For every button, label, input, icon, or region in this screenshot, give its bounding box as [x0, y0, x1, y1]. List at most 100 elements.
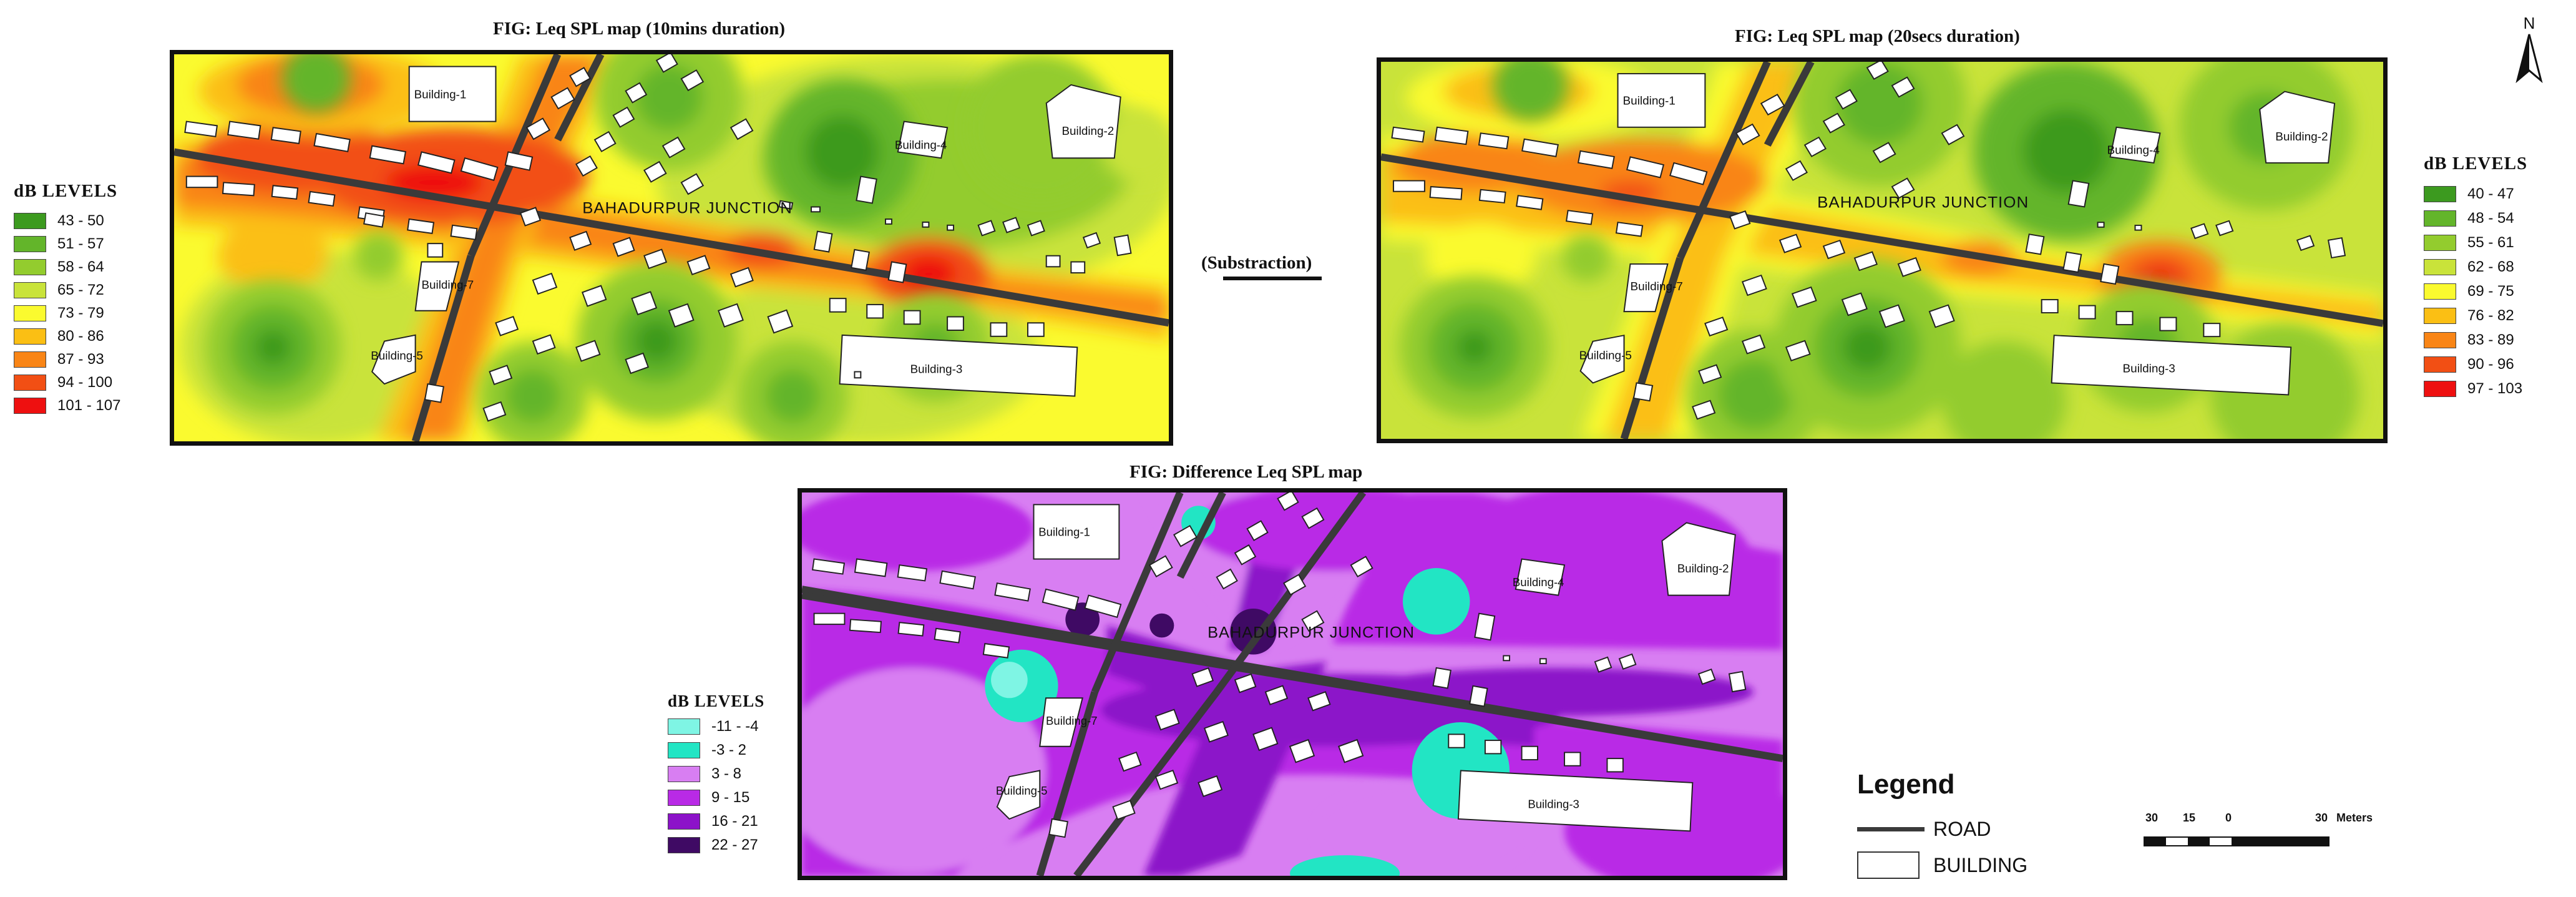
- north-arrow-label: N: [2523, 14, 2535, 32]
- legend-10min-title: dB LEVELS: [14, 181, 118, 201]
- operation-underline: [1223, 277, 1322, 280]
- legend-20sec-label-5: 69 - 75: [2467, 282, 2514, 300]
- legend-difference-label-4: 9 - 15: [711, 789, 750, 806]
- map1-building-5-label: Building-5: [371, 349, 423, 362]
- legend-10min-label-6: 80 - 86: [57, 327, 104, 345]
- legend-20sec-swatch-3: [2424, 234, 2456, 251]
- legend-10min-row-9: 101 - 107: [14, 394, 120, 417]
- legend-difference-title: dB LEVELS: [668, 692, 765, 710]
- legend-10min-row-8: 94 - 100: [14, 371, 120, 394]
- north-arrow: N: [2514, 14, 2545, 84]
- scale-tick-2: 15: [2183, 811, 2196, 824]
- legend-20sec-swatch-7: [2424, 331, 2456, 348]
- legend-10min-label-1: 43 - 50: [57, 212, 104, 229]
- legend-difference-swatch-6: [668, 837, 700, 853]
- legend-20sec-row-3: 55 - 61: [2424, 230, 2527, 255]
- scale-tick-3: 0: [2225, 811, 2232, 824]
- legend-10min-row-3: 58 - 64: [14, 255, 120, 278]
- map-10min: Building-1 Building-2 Building-3 Buildin…: [170, 50, 1173, 446]
- legend-difference-label-5: 16 - 21: [711, 813, 758, 830]
- legend-20sec-swatch-2: [2424, 210, 2456, 227]
- legend-20sec-row-2: 48 - 54: [2424, 206, 2527, 230]
- legend-20sec-swatch-8: [2424, 356, 2456, 373]
- legend-difference-row-1: -11 - -4: [668, 715, 764, 738]
- map1-building-2-label: Building-2: [1062, 124, 1115, 137]
- legend-20sec-label-1: 40 - 47: [2467, 185, 2514, 202]
- map-difference-canvas: Building-1 Building-2 Building-3 Buildin…: [802, 493, 1783, 876]
- legend-10min-label-8: 94 - 100: [57, 373, 113, 391]
- legend-10min-swatch-4: [14, 282, 46, 298]
- legend-10min-label-5: 73 - 79: [57, 304, 104, 321]
- legend-10min-row-1: 43 - 50: [14, 209, 120, 232]
- legend-20sec-label-9: 97 - 103: [2467, 380, 2523, 397]
- legend-20sec-swatch-4: [2424, 258, 2456, 275]
- legend-20sec-label-4: 62 - 68: [2467, 258, 2514, 275]
- legend-10min-row-4: 65 - 72: [14, 278, 120, 301]
- legend-20sec-label-6: 76 - 82: [2467, 306, 2514, 324]
- north-arrow-icon: [2515, 34, 2543, 84]
- map2-building-5-label: Building-5: [1579, 349, 1632, 361]
- legend-10min-row-6: 80 - 86: [14, 325, 120, 348]
- legend-difference-swatch-2: [668, 742, 700, 758]
- legend-10min-row-2: 51 - 57: [14, 232, 120, 255]
- legend-20sec-label-2: 48 - 54: [2467, 209, 2514, 227]
- legend-20sec-row-5: 69 - 75: [2424, 279, 2527, 303]
- legend-20sec-swatch-9: [2424, 380, 2456, 397]
- map3-building-1-label: Building-1: [1038, 526, 1090, 539]
- legend-10min-label-2: 51 - 57: [57, 235, 104, 252]
- legend-difference-row-5: 16 - 21: [668, 810, 764, 833]
- map1-junction-label: BAHADURPUR JUNCTION: [582, 199, 793, 217]
- map-10min-canvas: Building-1 Building-2 Building-3 Buildin…: [174, 54, 1169, 441]
- legend-difference-swatch-5: [668, 813, 700, 830]
- map2-building-3-label: Building-3: [2123, 362, 2175, 375]
- legend-20sec-row-9: 97 - 103: [2424, 376, 2527, 401]
- scale-bar: 30 15 0 30 Meters: [2143, 811, 2430, 851]
- map-20sec-canvas: Building-1 Building-2 Building-3 Buildin…: [1381, 62, 2383, 439]
- legend-10min-swatch-1: [14, 212, 46, 229]
- legend-10min-swatch-8: [14, 374, 46, 391]
- map1-building-1-label: Building-1: [414, 88, 467, 101]
- legend-10min-row-7: 87 - 93: [14, 348, 120, 371]
- map1-building-3-label: Building-3: [910, 363, 963, 376]
- legend-20sec-row-4: 62 - 68: [2424, 255, 2527, 279]
- legend-20sec-title: dB LEVELS: [2424, 154, 2528, 174]
- legend-20sec-swatch-6: [2424, 307, 2456, 324]
- map3-building-2-label: Building-2: [1677, 562, 1729, 575]
- main-legend-title: Legend: [1857, 769, 1955, 800]
- map3-title: FIG: Difference Leq SPL map: [1129, 462, 1363, 482]
- map-difference: Building-1 Building-2 Building-3 Buildin…: [798, 488, 1787, 880]
- scale-tick-4: 30: [2315, 811, 2328, 824]
- map3-building-5-label: Building-5: [996, 784, 1048, 797]
- legend-10min-swatch-2: [14, 235, 46, 252]
- legend-10min-swatch-5: [14, 305, 46, 321]
- legend-20sec-rows: 40 - 47 48 - 54 55 - 61 62 - 68 69 - 75 76 - …: [2424, 182, 2527, 401]
- map2-junction-label: BAHADURPUR JUNCTION: [1817, 194, 2029, 211]
- map1-building-7-label: Building-7: [422, 278, 474, 292]
- map1-building-4-label: Building-4: [895, 139, 947, 152]
- map3-building-4-label: Building-4: [1513, 576, 1564, 589]
- legend-20sec: dB LEVELS 40 - 47 48 - 54 55 - 61 62 - 68 69…: [2424, 154, 2527, 401]
- map1-title: FIG: Leq SPL map (10mins duration): [493, 19, 786, 39]
- legend-difference-label-1: -11 - -4: [711, 718, 759, 735]
- legend-20sec-label-8: 90 - 96: [2467, 355, 2514, 373]
- scale-bar-graphic: [2144, 836, 2330, 846]
- map2-building-2-label: Building-2: [2275, 130, 2328, 142]
- legend-20sec-row-1: 40 - 47: [2424, 182, 2527, 206]
- legend-difference-row-4: 9 - 15: [668, 786, 764, 810]
- legend-difference-label-3: 3 - 8: [711, 765, 742, 782]
- legend-10min-swatch-7: [14, 351, 46, 368]
- legend-20sec-row-7: 83 - 89: [2424, 328, 2527, 352]
- legend-20sec-label-3: 55 - 61: [2467, 233, 2514, 251]
- operation-label: (Substraction): [1201, 253, 1312, 273]
- scale-tick-1: 30: [2145, 811, 2159, 824]
- map3-junction-label: BAHADURPUR JUNCTION: [1208, 624, 1415, 642]
- map3-building-7-label: Building-7: [1046, 714, 1098, 727]
- building-2-shape: [1045, 84, 1121, 159]
- legend-difference-label-2: -3 - 2: [711, 742, 747, 758]
- legend-10min-label-9: 101 - 107: [57, 396, 121, 414]
- legend-20sec-row-6: 76 - 82: [2424, 303, 2527, 328]
- legend-20sec-row-8: 90 - 96: [2424, 352, 2527, 376]
